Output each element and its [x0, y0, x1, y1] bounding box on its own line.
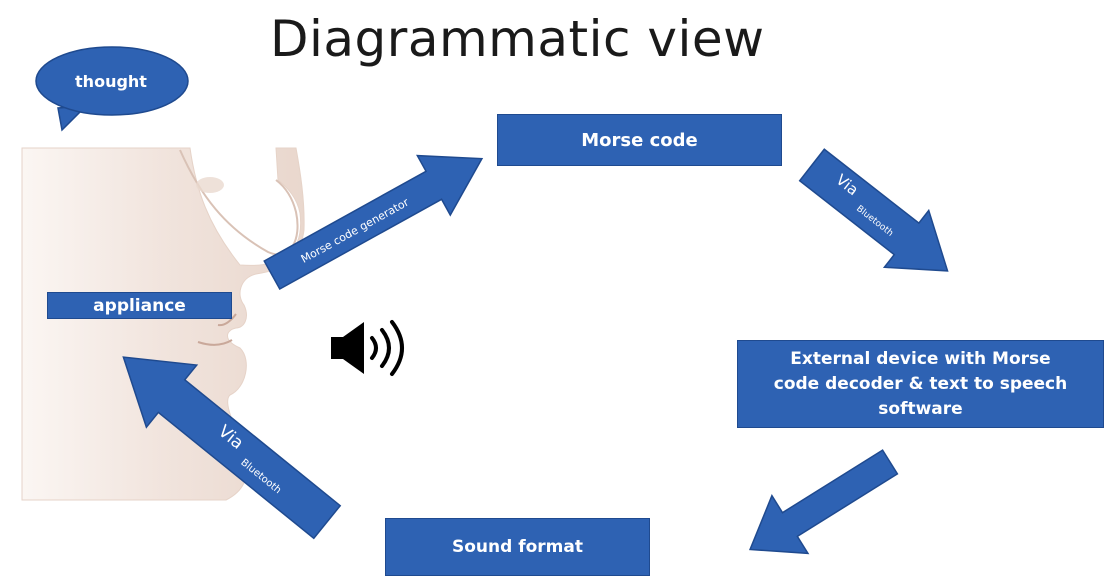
external-device-line-2: code decoder & text to speech — [773, 373, 1068, 394]
appliance-box: appliance — [47, 292, 232, 319]
morse-code-box: Morse code — [497, 114, 782, 166]
external-device-label: External device with Morse code decoder … — [774, 347, 1068, 422]
sound-format-label: Sound format — [452, 537, 583, 557]
page-title: Diagrammatic view — [270, 10, 765, 68]
external-device-line-1: External device with Morse — [790, 348, 1051, 369]
arrow-bluetooth-bottom: Via Bluetooth — [122, 356, 342, 540]
thought-bubble — [35, 46, 189, 132]
arrow-generator-label: Morse code generator — [299, 195, 412, 265]
thought-label: thought — [75, 71, 147, 91]
sound-format-box: Sound format — [385, 518, 650, 576]
arrow-bluetooth-top: Via Bluetooth — [798, 148, 949, 272]
external-device-line-3: software — [878, 398, 963, 419]
speaker-icon — [331, 320, 404, 376]
morse-code-label: Morse code — [581, 129, 698, 151]
arrow-external-to-sound — [748, 449, 899, 555]
appliance-label: appliance — [93, 295, 186, 316]
external-device-box: External device with Morse code decoder … — [737, 340, 1104, 428]
